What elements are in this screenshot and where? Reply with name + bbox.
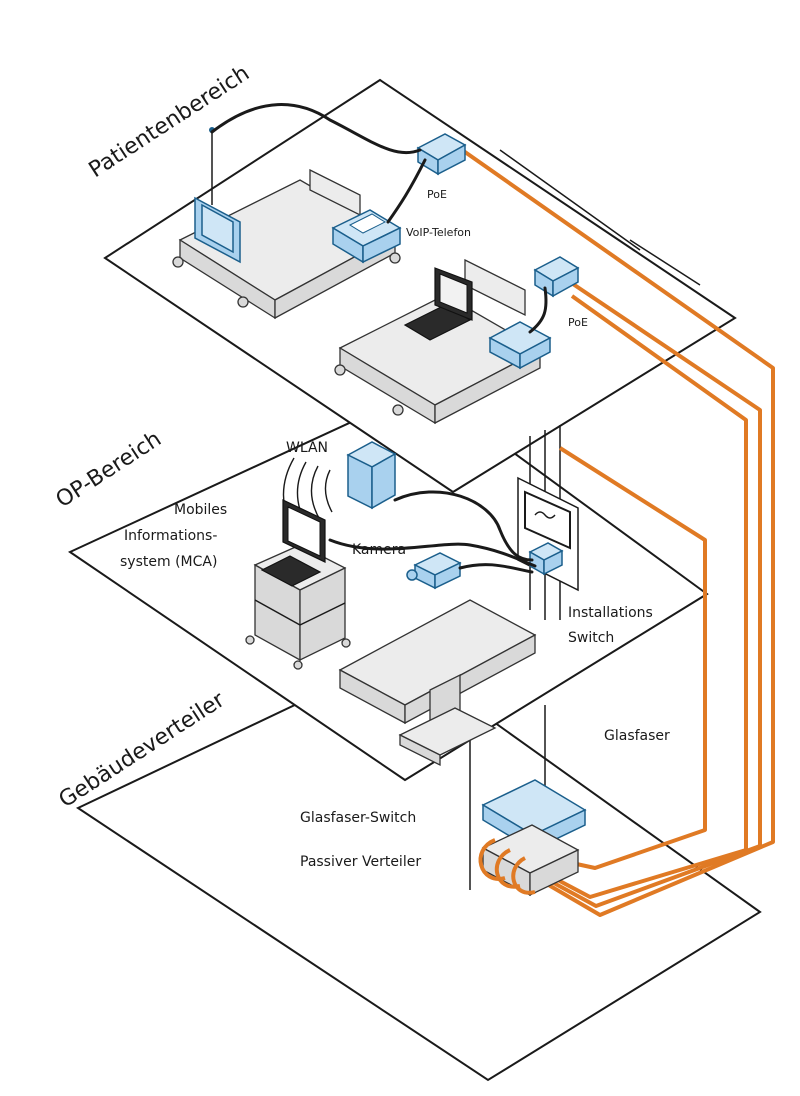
bedside-phone[interactable] [488,321,552,370]
label-glasfaser-switch: Glasfaser-Switch [300,810,416,826]
fiber-loops [478,838,536,895]
cable-ap-switch [393,490,534,562]
voip-phone[interactable] [331,209,402,264]
bedside-monitor [194,127,241,264]
label-wlan: WLAN [286,440,328,456]
label-poe-right: PoE [568,316,588,329]
label-mca-1: Mobiles [174,502,227,518]
label-poe-top: PoE [427,188,447,201]
poe-switch-top[interactable] [416,133,467,176]
cable-camera-switch [458,563,534,574]
label-passive: Passiver Verteiler [300,854,421,870]
label-mca-2: Informations- [124,528,217,544]
fiber-cable-2 [529,280,762,908]
label-voip: VoIP-Telefon [406,226,471,239]
patient-floor-plate [103,78,737,494]
cable-poe-phone [528,286,548,334]
installation-switch[interactable] [528,542,564,576]
label-install-1: Installations [568,605,653,621]
fiber-cable-1 [453,143,775,917]
poe-switch-right[interactable] [533,256,580,298]
mca-monitor [260,499,326,587]
label-mca-3: system (MCA) [120,554,217,570]
label-glasfaser: Glasfaser [604,728,670,744]
fiber-cable-3 [519,294,748,899]
wlan-access-point[interactable] [346,441,397,510]
label-install-2: Switch [568,630,614,646]
cable-poe-voip [386,158,427,224]
passive-distributor [481,824,580,897]
cable-monitor-poe [210,103,422,155]
camera[interactable] [406,552,462,590]
label-kamera: Kamera [352,542,406,558]
building-floor-plate [75,653,762,1082]
operating-table [338,599,537,767]
floor-label-op: OP-Bereich [52,427,166,513]
cable-cart-switch [328,538,537,568]
laptop [403,267,473,341]
patient-bed-right [334,258,542,425]
